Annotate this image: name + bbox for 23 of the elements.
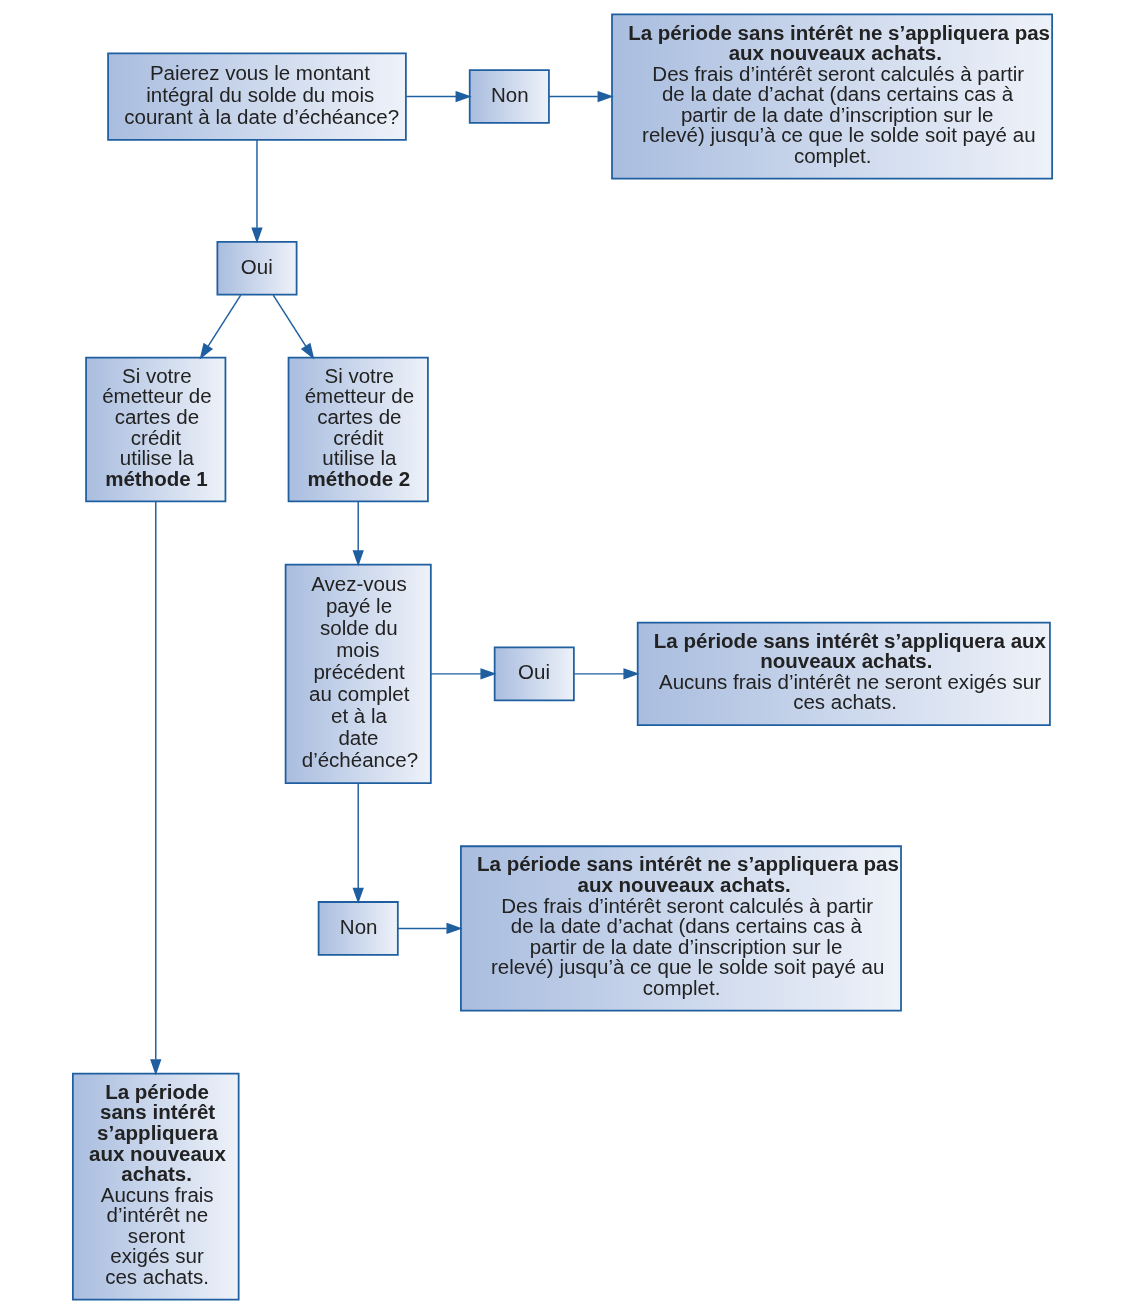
arrow (199, 294, 242, 360)
node-box: Non (468, 69, 550, 124)
node-box: Si votre émetteur de cartes de crédit utilise la méthode 2 (287, 356, 429, 503)
arrow (352, 782, 364, 904)
node-box: Non (317, 901, 399, 956)
arrow (548, 90, 614, 103)
arrow (352, 500, 364, 567)
arrow (573, 668, 640, 680)
node-box: Si votre émetteur de cartes de crédit utilise la méthode 1 (85, 356, 227, 503)
node-box: La période sans intérêt s’appliquera aux nouveaux achats. Aucuns frais d’intérêt ne seront exigés sur ces achats. (72, 1072, 240, 1301)
arrow (150, 501, 162, 1076)
arrow (430, 668, 497, 680)
node-box: La période sans intérêt ne s’appliquera pas aux nouveaux achats. Des frais d’intérêt seront calculés à partir de la date d’achat (dans certains cas à partir de la date d’inscription sur le relevé) jusqu’à ce que le solde soit payé au complet. (460, 845, 902, 1012)
arrow (405, 90, 472, 103)
arrow (272, 294, 315, 360)
node-box: Oui (216, 240, 298, 296)
node-box: Avez-vous payé le solde du mois précédent au complet et à la date d’échéance? (284, 563, 432, 785)
arrow (397, 922, 463, 935)
node-box: La période sans intérêt s’appliquera aux nouveaux achats. Aucuns frais d’intérêt ne seront exigés sur ces achats. (636, 621, 1051, 727)
node-box: Oui (493, 646, 575, 702)
node-box: La période sans intérêt ne s’appliquera pas aux nouveaux achats. Des frais d’intérêt seront calculés à partir de la date d’achat (dans certains cas à partir de la date d’inscription sur le relevé) jusqu’à ce que le solde soit payé au complet. (611, 13, 1053, 180)
node-box: Paierez vous le montant intégral du solde du mois courant à la date d’échéance? (107, 52, 407, 141)
arrow (251, 139, 263, 244)
